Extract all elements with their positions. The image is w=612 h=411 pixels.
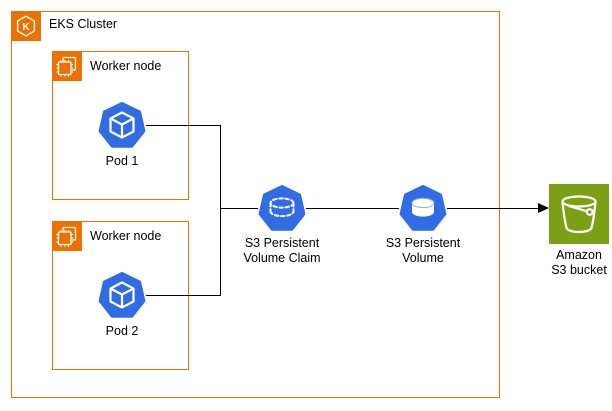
connector-pvc-to-pv [306, 208, 399, 209]
connector-junction-to-pvc [220, 208, 258, 209]
ec2-instance-icon [52, 221, 82, 251]
connector-junction-vertical [220, 125, 221, 296]
worker-node-2-label: Worker node [90, 229, 162, 243]
eks-cluster-label: EKS Cluster [49, 17, 118, 31]
kubernetes-pod-icon [98, 101, 146, 149]
pvc-label-line2: Volume Claim [243, 251, 321, 265]
s3-label-line2: S3 bucket [551, 263, 607, 277]
arrowhead-to-s3 [538, 203, 549, 213]
pv-label: S3 Persistent Volume [363, 236, 483, 266]
connector-pod1-to-junction [146, 125, 220, 126]
worker-node-1-label: Worker node [90, 59, 162, 73]
pv-label-line1: S3 Persistent [385, 236, 461, 250]
pod-2-label: Pod 2 [105, 324, 139, 338]
svg-text:K: K [22, 22, 30, 33]
persistent-volume-claim-icon [258, 184, 306, 232]
pvc-label: S3 Persistent Volume Claim [222, 236, 342, 266]
connector-pv-to-s3 [447, 208, 538, 209]
persistent-volume-icon [399, 184, 447, 232]
s3-label-line1: Amazon [556, 248, 602, 262]
pvc-label-line1: S3 Persistent [244, 236, 320, 250]
eks-icon: K [11, 11, 41, 41]
kubernetes-pod-icon [98, 271, 146, 319]
eks-cluster-container [11, 11, 500, 398]
s3-bucket-label: Amazon S3 bucket [524, 248, 612, 278]
s3-bucket-icon [549, 184, 609, 244]
pod-1-label: Pod 1 [105, 154, 139, 168]
pv-label-line2: Volume [402, 251, 444, 265]
ec2-instance-icon [52, 51, 82, 81]
connector-pod2-to-junction [146, 295, 220, 296]
